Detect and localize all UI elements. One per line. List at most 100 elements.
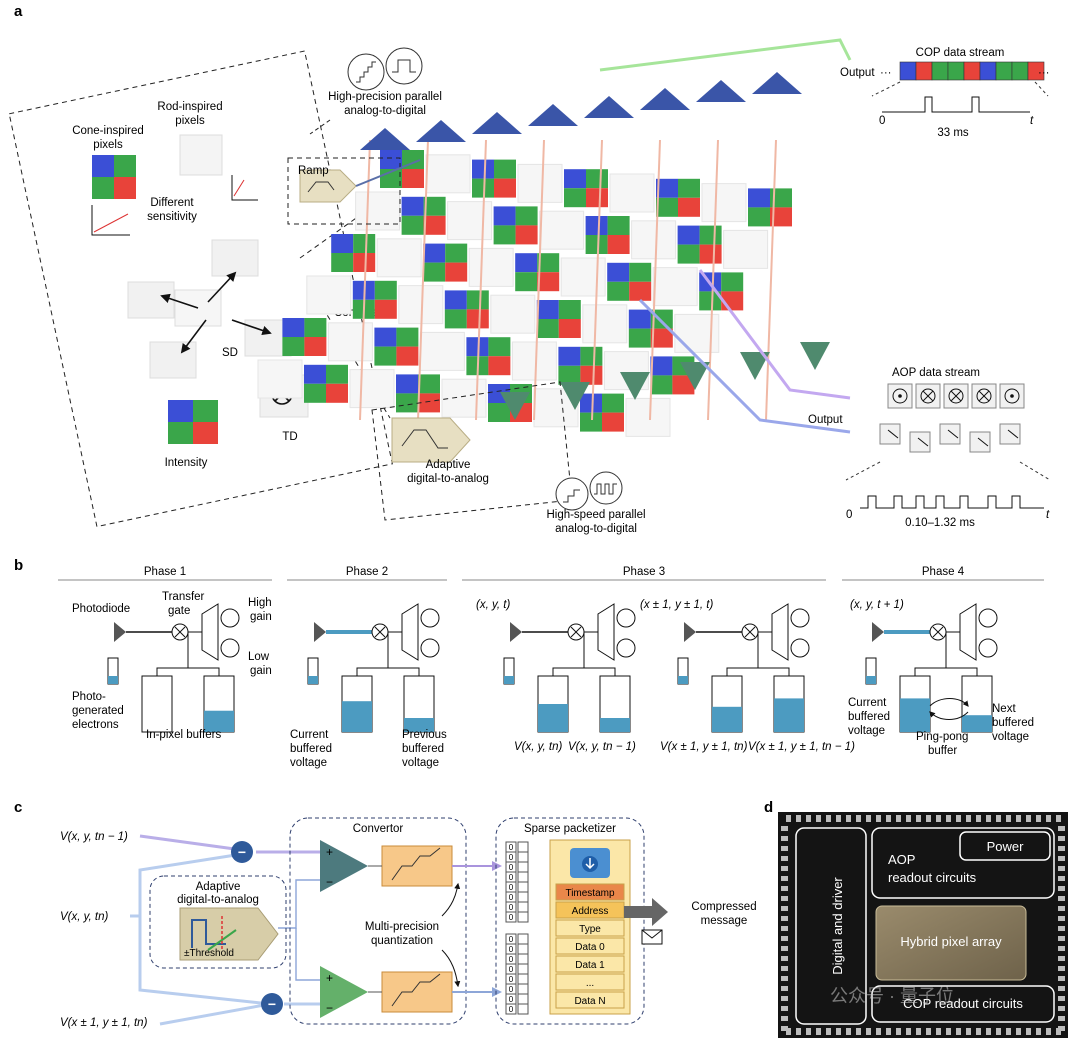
quantizer-top	[381, 845, 453, 887]
bit-value: 0	[509, 935, 514, 944]
cone-cell-r	[580, 365, 603, 385]
packet-field	[555, 883, 625, 901]
cone-cell-b	[515, 253, 538, 273]
cone-cell-g	[580, 412, 602, 432]
sd-arrow	[887, 429, 899, 439]
cone-cell-b	[493, 206, 516, 226]
aop-output-label: Output	[808, 414, 843, 426]
packet-field	[555, 973, 625, 991]
cone-cell-g	[374, 346, 397, 366]
bit-value: 0	[509, 985, 514, 994]
amplifier-icon	[188, 603, 219, 661]
cone-label-1: Cone-inspired	[72, 125, 144, 137]
hp-adc-pointer	[309, 119, 331, 135]
amplifier-icon	[758, 603, 789, 661]
buffer-charge	[342, 701, 372, 732]
rod-pixel-cell	[631, 220, 677, 260]
pad	[926, 1028, 931, 1035]
convertor-label: Convertor	[353, 823, 404, 835]
cone-cell-r	[537, 272, 560, 292]
aop-sd-cell	[879, 423, 901, 445]
high-gain-1: High	[248, 597, 272, 609]
hs-adc-unit	[500, 392, 530, 420]
next-buffered-3: voltage	[992, 731, 1029, 743]
hp-adc-label-1: High-precision parallel	[328, 91, 442, 103]
buffer-charge	[900, 698, 930, 732]
sd-arrow	[977, 437, 989, 447]
sensitivity-plot-rod	[231, 175, 258, 201]
pad	[966, 815, 971, 822]
hp-adc-unit	[360, 128, 410, 150]
quant-top-stairs	[391, 847, 441, 881]
multi-precision-2: quantization	[371, 935, 433, 947]
low-gain-meter-icon	[790, 638, 810, 658]
hs-adc-unit	[800, 342, 830, 370]
pad	[886, 815, 891, 822]
photodiode-icon	[684, 622, 696, 642]
packetizer-label: Sparse packetizer	[524, 823, 616, 835]
cone-cell-g	[401, 215, 424, 235]
photo-electrons-2: generated	[72, 705, 124, 717]
aop-output-wire-1	[638, 298, 851, 434]
comp-top-minus: −	[326, 875, 333, 889]
bit-value: 0	[509, 893, 514, 902]
adaptive-dac	[391, 417, 471, 463]
threshold-label: ±Threshold	[184, 948, 234, 959]
adaptive-c-1: Adaptive	[196, 881, 241, 893]
ramp-label: Ramp	[298, 165, 329, 177]
comp-bot-plus: +	[326, 971, 333, 985]
cop-zero: 0	[879, 115, 885, 127]
pad	[781, 966, 788, 971]
bit-value: 0	[509, 1005, 514, 1014]
hs-adc-unit	[620, 372, 650, 400]
power-label: Power	[987, 839, 1025, 854]
pingpong-2: buffer	[928, 745, 957, 757]
current-buffered-p4-1: Current	[848, 697, 887, 709]
pad	[836, 815, 841, 822]
buffer-wire	[914, 632, 978, 676]
comparator-top	[320, 840, 368, 892]
hs-adc-unit	[740, 352, 770, 380]
rod-pixel-cell	[652, 267, 698, 307]
cone-cell-r	[650, 328, 673, 348]
hs-adc-icons	[555, 471, 623, 511]
previous-buffered-1: Previous	[402, 729, 447, 741]
bit-cell	[517, 943, 529, 955]
aop-sd-cell	[909, 431, 931, 453]
amplifier-icon	[946, 603, 977, 661]
cone-cell-g	[628, 328, 651, 348]
cone-cell-b	[282, 318, 305, 337]
compressed-2: message	[701, 915, 748, 927]
photodiode-icon	[872, 622, 884, 642]
cone-cell-g	[699, 225, 722, 245]
photodiode-icon	[510, 622, 522, 642]
rod-pixel-cell	[625, 397, 671, 437]
pad	[1058, 1016, 1065, 1021]
photo-electrons-1: Photo-	[72, 691, 106, 703]
pad	[1006, 1028, 1011, 1035]
inpixel-buffers: In-pixel buffers	[146, 729, 221, 741]
rod-pixel-cell	[306, 275, 352, 315]
pixel-circuits	[107, 603, 998, 733]
hs-adc-label-1: High-speed parallel	[546, 509, 645, 521]
x-stroke	[922, 390, 934, 402]
bit-cell	[517, 973, 529, 985]
pad	[986, 1028, 991, 1035]
cop-readout-label: COP readout circuits	[903, 996, 1023, 1011]
high-gain-meter-icon	[220, 608, 240, 628]
adaptive-dac-c-box	[149, 875, 287, 969]
low-gain-meter-icon	[978, 638, 998, 658]
cone-cell-g	[515, 272, 538, 292]
cop-output-wire	[599, 38, 852, 72]
adaptive-dac-label-2: digital-to-analog	[407, 473, 489, 485]
pad	[1058, 936, 1065, 941]
bit-cell	[517, 911, 529, 923]
pad	[856, 815, 861, 822]
pad	[846, 815, 851, 822]
pad	[786, 815, 791, 822]
input-bot: V(x ± 1, y ± 1, tn)	[60, 1017, 148, 1029]
bus-line	[417, 139, 429, 421]
pad	[896, 815, 901, 822]
bus-line	[707, 139, 719, 421]
